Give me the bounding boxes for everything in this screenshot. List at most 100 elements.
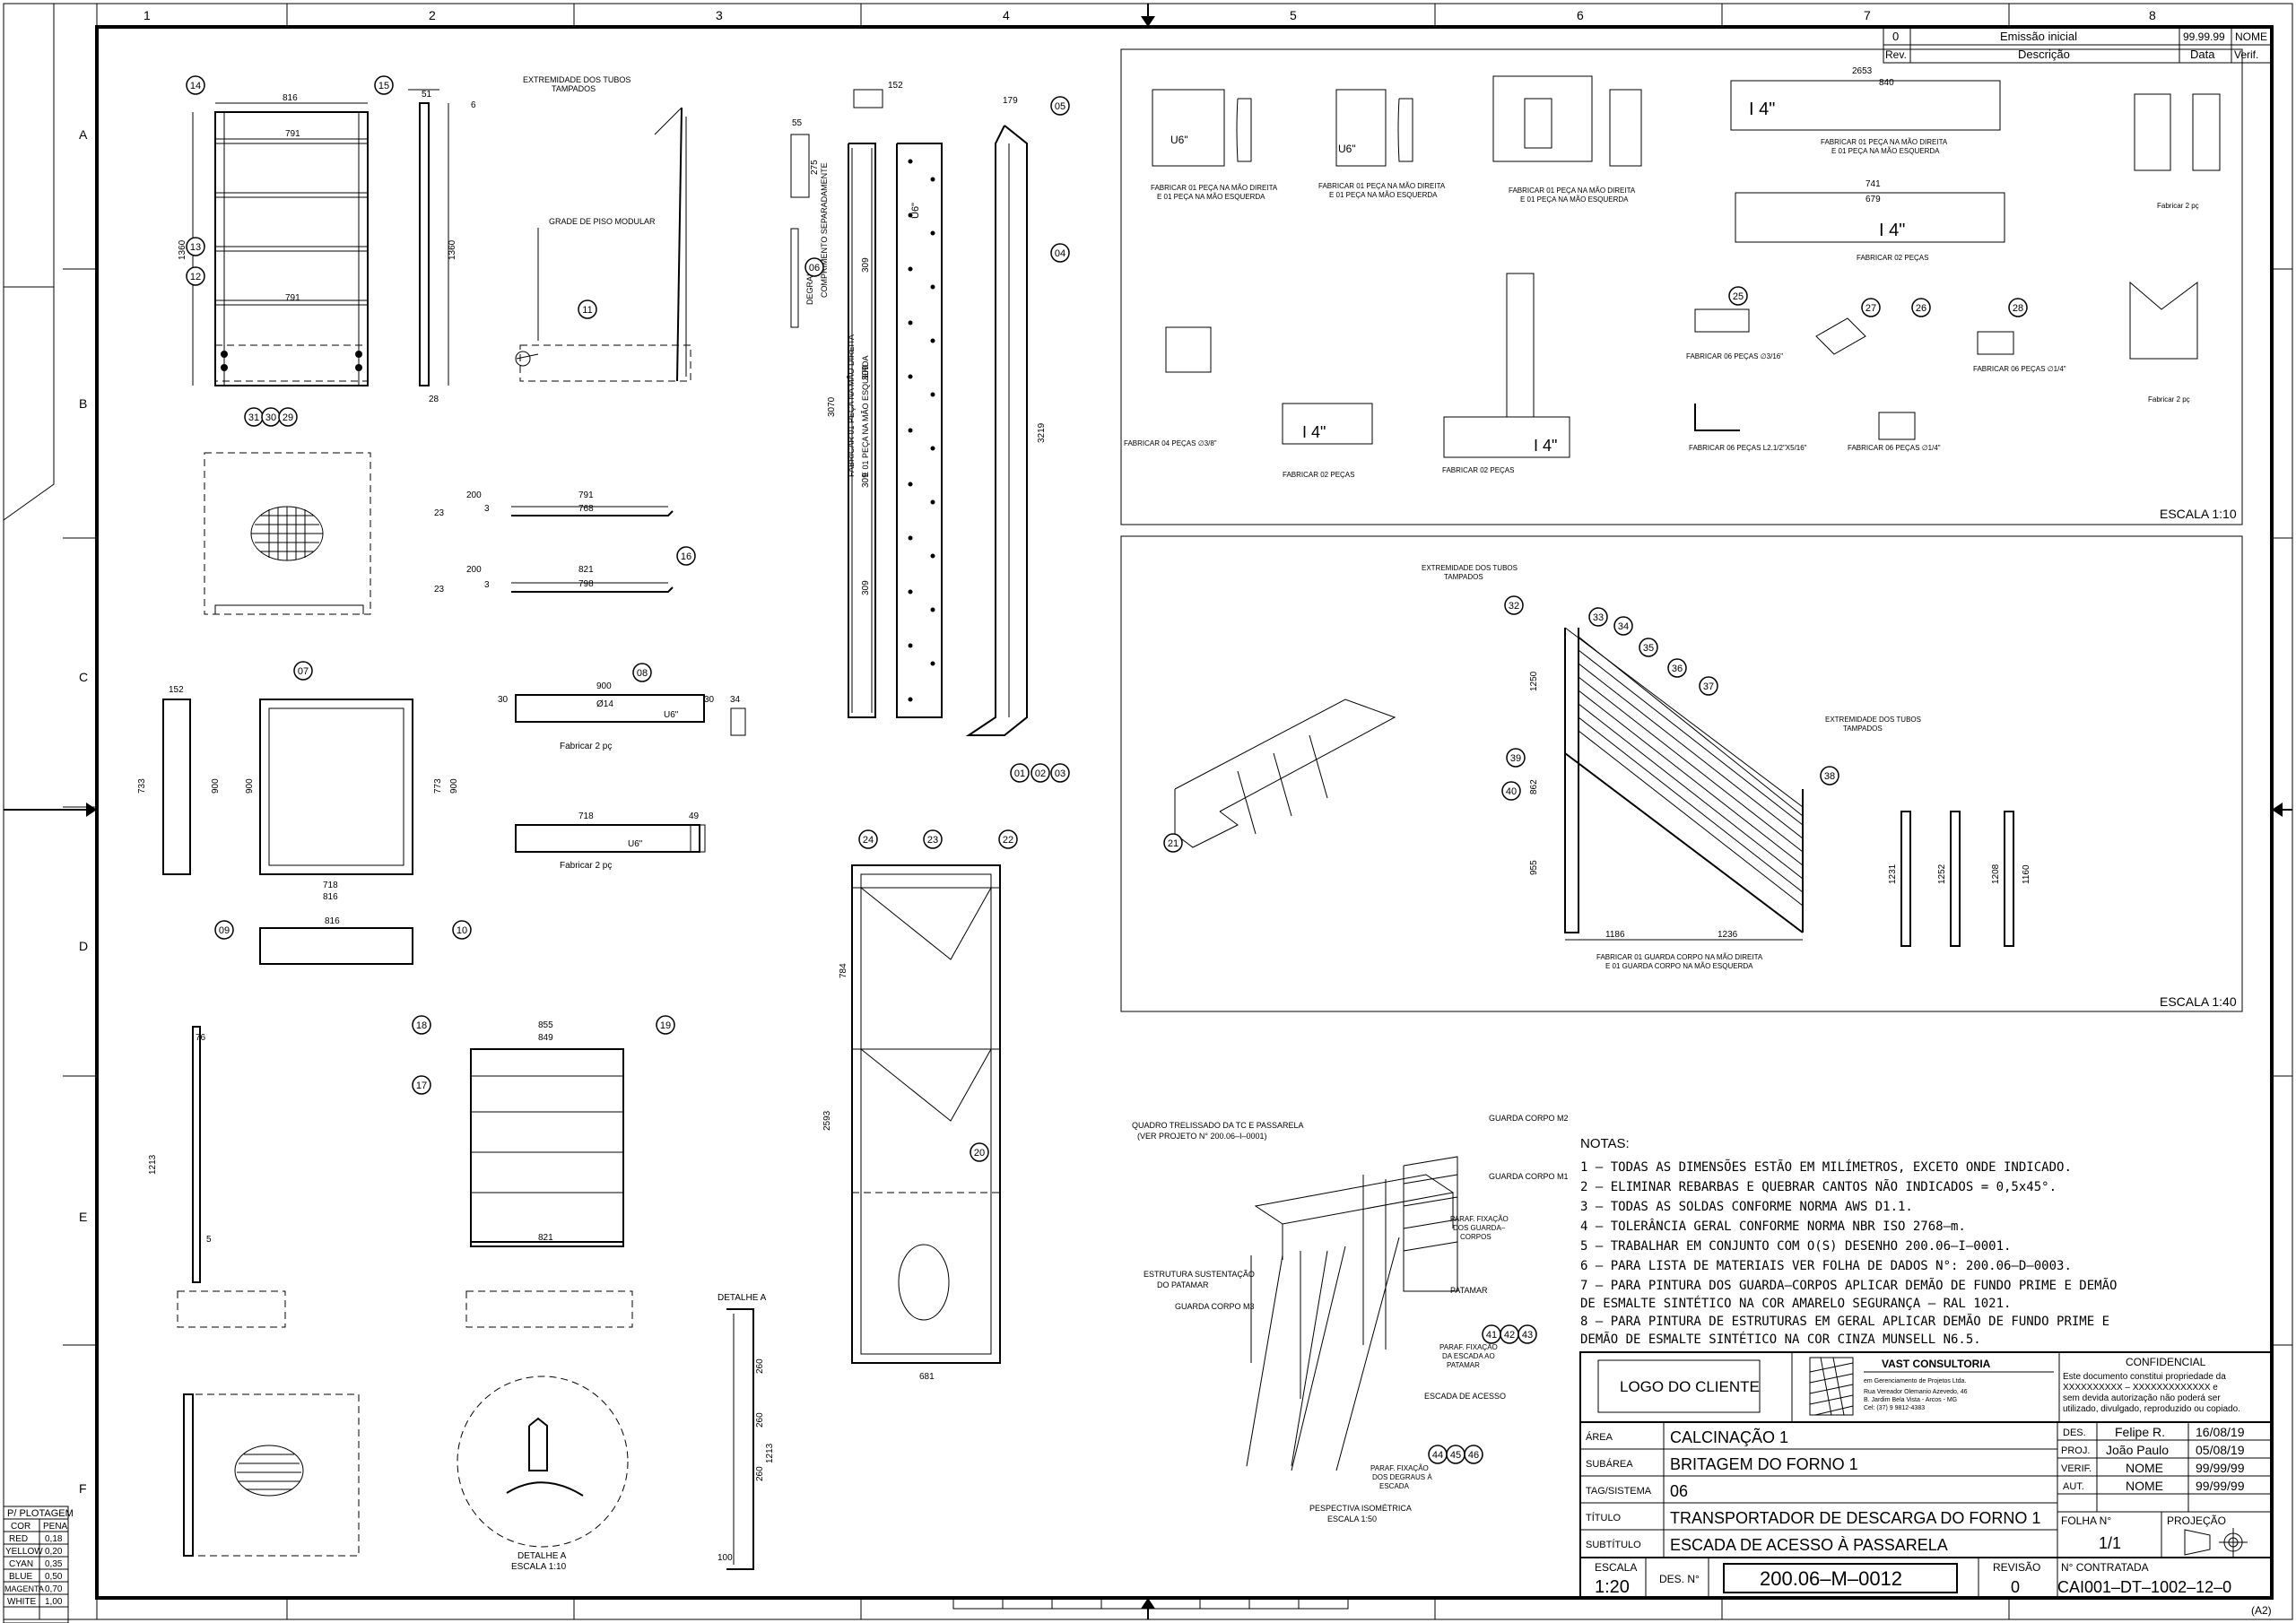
pen-table-header: PENA: [43, 1522, 68, 1532]
part-callout-number: 31: [248, 412, 259, 423]
iso-title: PESPECTIVA ISOMÉTRICA: [1309, 1504, 1412, 1513]
part-callout-number: 28: [2013, 303, 2023, 314]
field-label: TÍTULO: [1586, 1512, 1622, 1523]
pen-table: P/ PLOTAGEM COR PENA RED 0,18 YELLOW 0,2…: [3, 1506, 74, 1623]
part-callout-bubble: 15: [374, 75, 394, 95]
note-capped-tubes: EXTREMIDADE DOS TUBOS: [1825, 716, 1921, 724]
iso-callout: ESTRUTURA SUSTENTAÇÃO: [1144, 1270, 1255, 1279]
part-callout-number: 29: [283, 412, 293, 423]
revision-checker: NOME: [2235, 30, 2267, 43]
part-callout-number: 41: [1486, 1330, 1497, 1341]
dimension-label: 100: [718, 1553, 733, 1563]
zone-letter: D: [79, 939, 88, 953]
dimension-label: 798: [578, 579, 594, 589]
part-callout-number: 07: [298, 666, 309, 677]
fabricate-note: E 01 GUARDA CORPO NA MÃO ESQUERDA: [1605, 962, 1753, 970]
part-callout-number: 43: [1522, 1330, 1533, 1341]
part-callout-bubble: 41: [1482, 1324, 1501, 1344]
dimension-label: 900: [211, 778, 221, 794]
part-callout-bubble: 14: [186, 75, 205, 95]
revision-header: Verif.: [2234, 48, 2258, 61]
dimension-label: 733: [137, 778, 147, 794]
part-callout-number: 11: [582, 305, 592, 316]
part-callout-bubble: 29: [278, 407, 298, 427]
part-callout-number: 14: [190, 81, 201, 91]
iso-callout: PATAMAR: [1450, 1286, 1488, 1295]
confidential-title: CONFIDENCIAL: [2126, 1356, 2206, 1368]
revision-description: Emissão inicial: [2000, 30, 2077, 43]
part-callout-bubble: 28: [2008, 298, 2028, 317]
part-callout-number: 30: [265, 412, 276, 423]
field-label: SUBÁREA: [1586, 1458, 1633, 1470]
part-callout-number: 24: [863, 835, 874, 846]
pen-color: RED: [9, 1534, 28, 1544]
part-callout-number: 40: [1506, 786, 1517, 797]
bar-12-view: 200 791 768 23 3 200 821 798 23 3: [434, 490, 674, 595]
dimension-label: 791: [285, 293, 300, 303]
part-callout-bubble: 18: [412, 1015, 431, 1035]
part-callout-bubble: 06: [804, 257, 824, 277]
dimension-label: 1208: [1991, 864, 2001, 884]
part-callout-number: 22: [1003, 835, 1013, 846]
zone-number-strip: 1 2 3 4 5 6 7 8: [96, 4, 2156, 1619]
vertical-post-view: DETALHE A 1213 260 260 260 100: [718, 1293, 775, 1570]
dimension-label: 900: [449, 778, 459, 794]
part-callout-bubble: 17: [412, 1075, 431, 1095]
part-callout-bubble: 24: [858, 829, 878, 849]
dimension-label: 1252: [1937, 864, 1947, 884]
fabricate-note: FABRICAR 02 PEÇAS: [1442, 466, 1514, 474]
dimension-label: 152: [888, 81, 903, 91]
company-logo: [1809, 1357, 1854, 1416]
part-callout-number: 44: [1432, 1450, 1443, 1461]
dimension-label: 1236: [1718, 930, 1738, 940]
part-callout-number: 20: [974, 1148, 985, 1159]
dimension-label: 55: [792, 118, 803, 128]
dimension-label: 2593: [822, 1110, 832, 1131]
part-callout-bubble: 44: [1428, 1445, 1448, 1464]
note-stringer-make: E 01 PEÇA NA MÃO ESQUERDA: [861, 355, 870, 477]
profile-label: U6": [1170, 134, 1188, 146]
detail-a-view: DETALHE A ESCALA 1:10: [457, 1376, 629, 1572]
dimension-label: 49: [689, 812, 700, 821]
dimension-label: 309: [861, 473, 871, 488]
stringer-profile-view: 152 55 275 COMPRIMENTO SEPARADAMENTE DEG…: [790, 81, 903, 328]
outer-frame: [3, 3, 2293, 1620]
signature-role: PROJ.: [2061, 1445, 2090, 1456]
part-callout-number: 33: [1593, 612, 1604, 623]
field-value-title: TRANSPORTADOR DE DESCARGA DO FORNO 1: [1670, 1509, 2040, 1527]
sheet-label: FOLHA N°: [2061, 1515, 2111, 1527]
part-callout-number: 38: [1824, 771, 1835, 782]
iso-callout: PARAF. FIXAÇÃO: [1370, 1464, 1429, 1472]
fabricate-note: FABRICAR 04 PEÇAS ∅3/8": [1124, 439, 1217, 447]
pen-color: CYAN: [9, 1559, 33, 1569]
handrail-panel-view: 855 849 821 76 1213 5: [148, 1020, 633, 1328]
part-callout-bubble: 09: [214, 920, 234, 940]
iso-scale: ESCALA 1:50: [1327, 1515, 1377, 1523]
company-address: B. Jardim Bela Vista - Arcos - MG: [1864, 1397, 1957, 1403]
note-capped-tubes: TAMPADOS: [1444, 573, 1483, 581]
projection-symbol-icon: [2184, 1528, 2248, 1557]
dimension-label: 900: [596, 681, 612, 691]
floor-grating-view: EXTREMIDADE DOS TUBOS TAMPADOS GRADE DE …: [515, 75, 691, 382]
note-item: 6 – PARA LISTA DE MATERIAIS VER FOLHA DE…: [1580, 1259, 2072, 1273]
dimension-label: 3: [484, 580, 490, 590]
dimension-label: 309: [861, 365, 871, 380]
title-block: LOGO DO CLIENTE VAST CONSULTORIA em Gere…: [1579, 1351, 2273, 1599]
fabricate-note: Fabricar 2 pç: [560, 861, 612, 871]
dimension-label: 30: [704, 695, 715, 705]
part-callout-bubble: 37: [1699, 676, 1718, 696]
part-callout-number: 35: [1643, 643, 1654, 654]
part-details-panel: U6" FABRICAR 01 PEÇA NA MÃO DIREITA E 01…: [1124, 66, 2221, 479]
revision-date: 99.99.99: [2183, 30, 2225, 43]
dimension-label: 862: [1529, 779, 1539, 794]
part-callout-bubble: 46: [1464, 1445, 1483, 1464]
fabricate-note: Fabricar 2 pç: [560, 742, 612, 751]
iso-callout: PATAMAR: [1447, 1361, 1480, 1369]
dimension-label: 260: [755, 1358, 765, 1374]
drawing-number-box: [1723, 1563, 1958, 1593]
part-callout-number: 42: [1504, 1330, 1515, 1341]
field-label: ÁREA: [1586, 1431, 1613, 1443]
fabricate-note: Fabricar 2 pç: [2148, 395, 2190, 404]
dimension-label: 816: [283, 93, 298, 103]
part-callout-bubble: 35: [1639, 638, 1658, 657]
